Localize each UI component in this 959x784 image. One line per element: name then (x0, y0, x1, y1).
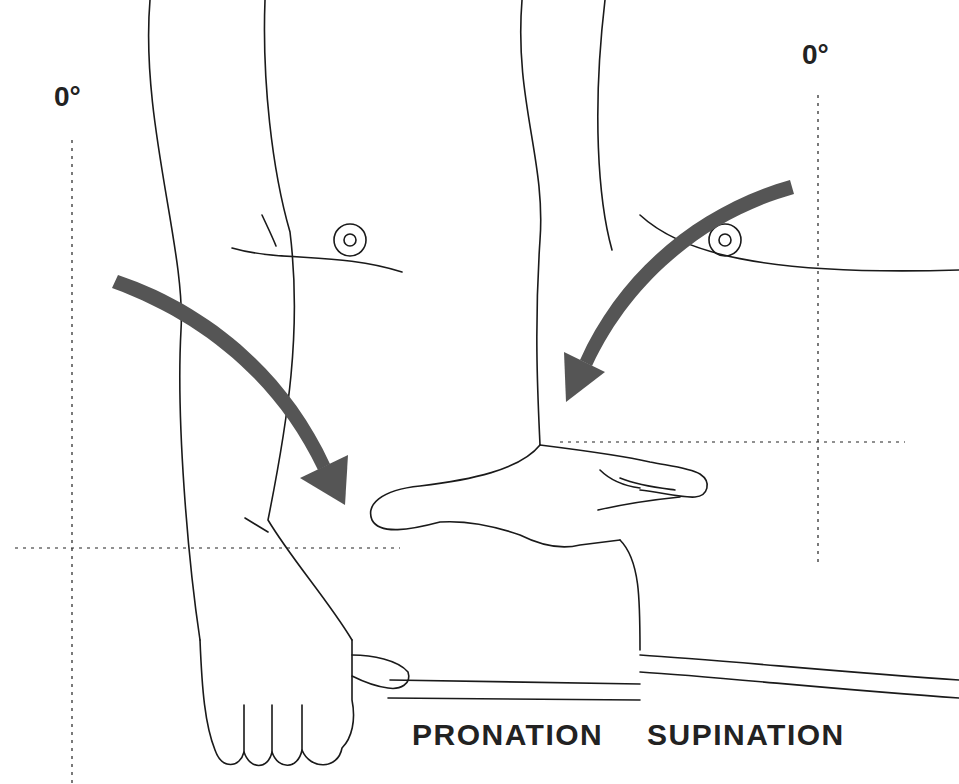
belt-line (388, 680, 640, 700)
angle-label: 0° (52, 82, 83, 113)
arm-outline (521, 0, 541, 445)
nipple (334, 224, 366, 256)
reference-line (15, 547, 400, 548)
reference-line (560, 441, 905, 442)
arm-outline (598, 0, 612, 250)
rotation-arrow (580, 180, 794, 366)
reference-line (817, 95, 818, 565)
motion-label: PRONATION (410, 718, 605, 751)
finger-lines (244, 705, 302, 752)
thumb (352, 655, 409, 688)
body-outline (232, 248, 402, 272)
supinated-hand (371, 445, 620, 547)
arrowhead (300, 455, 348, 505)
motion-label: SUPINATION (645, 718, 847, 751)
pronated-hand (200, 640, 354, 766)
reference-line (71, 140, 72, 784)
body-outline (620, 540, 640, 650)
rotation-arrow (112, 275, 330, 470)
arrowhead (564, 352, 605, 402)
belt-line (640, 655, 959, 698)
nipple (344, 234, 356, 246)
elbow-crease (245, 518, 268, 532)
body-outline (262, 215, 276, 246)
nipple (719, 234, 731, 246)
finger-lines (598, 470, 680, 510)
supinated-hand (540, 445, 707, 497)
angle-label: 0° (800, 40, 831, 71)
arm-outline (264, 0, 352, 640)
